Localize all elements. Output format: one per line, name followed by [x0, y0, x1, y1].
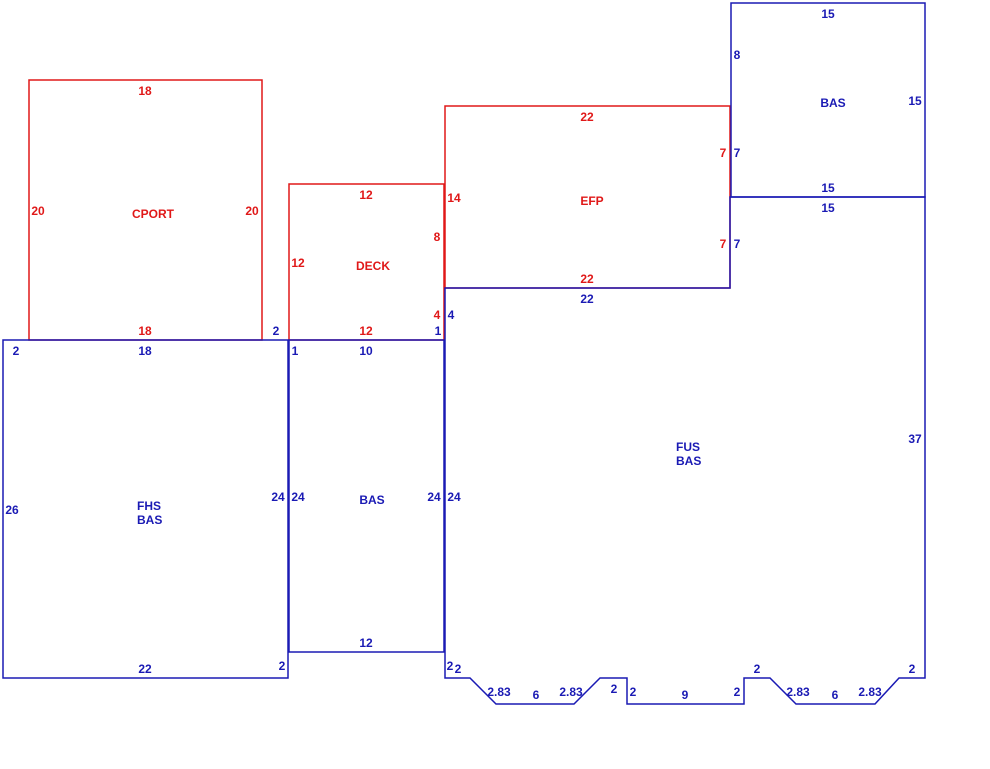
- dim-label: 12: [359, 188, 373, 202]
- dim-label: 20: [31, 204, 45, 218]
- dim-label: 20: [245, 204, 259, 218]
- dim-label: 15: [821, 181, 835, 195]
- dim-label: 7: [720, 146, 727, 160]
- fhs-bas-label: BAS: [137, 513, 162, 527]
- dim-label: 22: [580, 272, 594, 286]
- dim-label: 24: [291, 490, 305, 504]
- dim-label: 14: [447, 191, 461, 205]
- dim-label: 2.83: [858, 685, 882, 699]
- fus-bas-label: BAS: [676, 454, 701, 468]
- fhs-label: FHS: [137, 499, 161, 513]
- dim-label: 2: [611, 682, 618, 696]
- efp-label: EFP: [580, 194, 603, 208]
- dim-label: 24: [447, 490, 461, 504]
- deck-label: DECK: [356, 259, 390, 273]
- dim-label: 2: [754, 662, 761, 676]
- dim-label: 26: [5, 503, 19, 517]
- bas-top-label: BAS: [820, 96, 845, 110]
- dim-label: 12: [291, 256, 305, 270]
- dim-label: 2: [279, 659, 286, 673]
- dim-label: 2: [455, 662, 462, 676]
- dim-label: 8: [434, 230, 441, 244]
- dim-label: 1: [292, 344, 299, 358]
- dim-label: 7: [734, 146, 741, 160]
- dim-label: 15: [821, 201, 835, 215]
- blue-dimension-labels: 15 8 15 7 15 15 7 22 4 37 2 18 2 26 24 2…: [5, 7, 922, 702]
- dim-label: 37: [908, 432, 922, 446]
- bas-mid-outline: [288, 339, 445, 653]
- bas-mid-label: BAS: [359, 493, 384, 507]
- dim-label: 2.83: [559, 685, 583, 699]
- dim-label: 2.83: [487, 685, 511, 699]
- dim-label: 6: [832, 688, 839, 702]
- blue-areas: [2, 2, 926, 705]
- cport-label: CPORT: [132, 207, 175, 221]
- dim-label: 2: [447, 659, 454, 673]
- fus-bas-outline: [444, 196, 926, 705]
- red-dimension-labels: 18 20 20 18 12 12 14 8 4 12 22 7 7 22: [31, 84, 726, 338]
- dim-label: 2: [909, 662, 916, 676]
- dim-label: 2: [13, 344, 20, 358]
- dim-label: 22: [138, 662, 152, 676]
- dim-label: 7: [734, 237, 741, 251]
- dim-label: 1: [435, 324, 442, 338]
- dim-label: 18: [138, 84, 152, 98]
- dim-label: 15: [821, 7, 835, 21]
- dim-label: 8: [734, 48, 741, 62]
- dim-label: 24: [427, 490, 441, 504]
- dim-label: 2.83: [786, 685, 810, 699]
- fus-label: FUS: [676, 440, 700, 454]
- area-labels: CPORT DECK EFP BAS FHS BAS BAS FUS BAS: [132, 96, 846, 527]
- dim-label: 7: [720, 237, 727, 251]
- dim-label: 6: [533, 688, 540, 702]
- dim-label: 4: [434, 308, 441, 322]
- dim-label: 2: [734, 685, 741, 699]
- dim-label: 18: [138, 324, 152, 338]
- dim-label: 2: [630, 685, 637, 699]
- dim-label: 18: [138, 344, 152, 358]
- dim-label: 10: [359, 344, 373, 358]
- dim-label: 22: [580, 292, 594, 306]
- fhs-bas-outline: [2, 339, 289, 679]
- dim-label: 24: [271, 490, 285, 504]
- dim-label: 12: [359, 324, 373, 338]
- dim-label: 9: [682, 688, 689, 702]
- dim-label: 4: [448, 308, 455, 322]
- dim-label: 22: [580, 110, 594, 124]
- dim-label: 2: [273, 324, 280, 338]
- dim-label: 12: [359, 636, 373, 650]
- dim-label: 15: [908, 94, 922, 108]
